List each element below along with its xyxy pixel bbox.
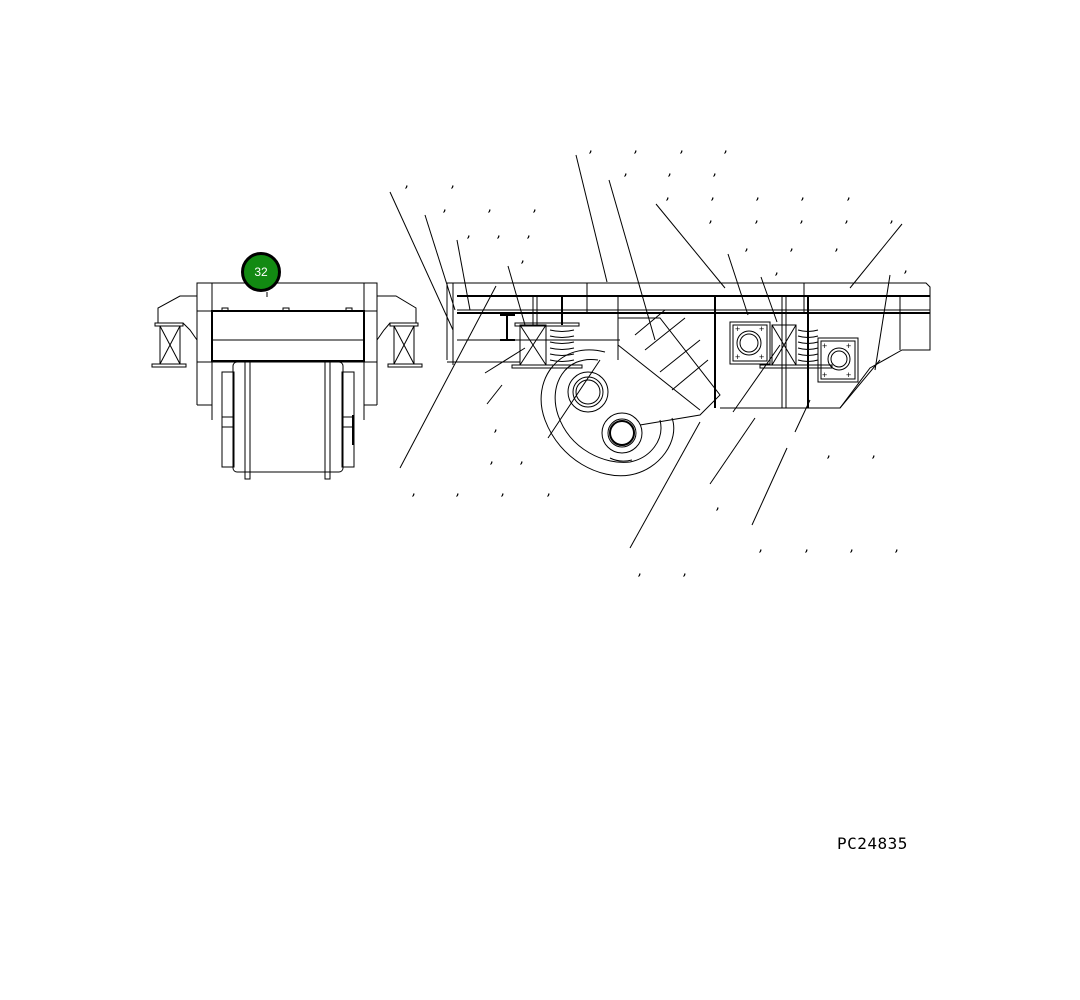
- svg-text:,: ,: [711, 191, 714, 202]
- svg-text:+: +: [735, 352, 740, 362]
- leader-lines: [389, 154, 903, 549]
- end-view: [151, 282, 423, 480]
- callout-marks: ,,,, ,,, ,, ,,,,, ,,, ,,,,, ,,, ,,, , ,,…: [405, 144, 907, 578]
- svg-text:,: ,: [827, 449, 830, 460]
- svg-text:,: ,: [716, 501, 719, 512]
- svg-text:,: ,: [790, 242, 793, 253]
- svg-text:,: ,: [624, 167, 627, 178]
- svg-text:,: ,: [847, 191, 850, 202]
- svg-text:,: ,: [801, 191, 804, 202]
- svg-text:,: ,: [412, 487, 415, 498]
- svg-text:+: +: [822, 370, 827, 380]
- svg-text:,: ,: [850, 543, 853, 554]
- svg-text:,: ,: [895, 543, 898, 554]
- svg-text:+: +: [759, 324, 764, 334]
- svg-text:,: ,: [755, 214, 758, 225]
- svg-text:,: ,: [904, 264, 907, 275]
- svg-text:,: ,: [713, 167, 716, 178]
- svg-text:,: ,: [634, 144, 637, 155]
- svg-text:,: ,: [709, 214, 712, 225]
- svg-text:+: +: [759, 352, 764, 362]
- svg-text:,: ,: [805, 543, 808, 554]
- svg-text:,: ,: [490, 455, 493, 466]
- svg-text:,: ,: [724, 144, 727, 155]
- svg-text:,: ,: [527, 229, 530, 240]
- drawing-id-label: PC24835: [837, 834, 908, 853]
- svg-text:,: ,: [497, 229, 500, 240]
- svg-text:,: ,: [756, 191, 759, 202]
- svg-text:,: ,: [494, 423, 497, 434]
- svg-text:,: ,: [488, 203, 491, 214]
- svg-text:,: ,: [872, 449, 875, 460]
- svg-text:,: ,: [405, 179, 408, 190]
- side-view: + + + + + + + +: [446, 282, 931, 477]
- svg-text:,: ,: [668, 167, 671, 178]
- callout-badge-32[interactable]: 32: [241, 252, 281, 292]
- svg-text:,: ,: [666, 191, 669, 202]
- svg-text:+: +: [735, 324, 740, 334]
- svg-text:,: ,: [501, 487, 504, 498]
- svg-text:,: ,: [745, 242, 748, 253]
- svg-text:+: +: [846, 370, 851, 380]
- svg-text:,: ,: [845, 214, 848, 225]
- svg-text:,: ,: [521, 254, 524, 265]
- svg-text:,: ,: [638, 567, 641, 578]
- svg-text:,: ,: [456, 487, 459, 498]
- svg-text:,: ,: [520, 455, 523, 466]
- callout-number: 32: [254, 265, 268, 279]
- svg-text:,: ,: [800, 214, 803, 225]
- svg-text:,: ,: [589, 144, 592, 155]
- svg-text:+: +: [822, 341, 827, 351]
- svg-text:,: ,: [443, 203, 446, 214]
- svg-text:,: ,: [890, 214, 893, 225]
- svg-text:,: ,: [547, 487, 550, 498]
- svg-text:,: ,: [775, 266, 778, 277]
- svg-text:+: +: [846, 341, 851, 351]
- svg-text:,: ,: [835, 242, 838, 253]
- svg-text:,: ,: [680, 144, 683, 155]
- svg-text:,: ,: [759, 543, 762, 554]
- svg-text:,: ,: [683, 567, 686, 578]
- svg-text:,: ,: [533, 203, 536, 214]
- svg-text:,: ,: [467, 229, 470, 240]
- svg-text:,: ,: [451, 179, 454, 190]
